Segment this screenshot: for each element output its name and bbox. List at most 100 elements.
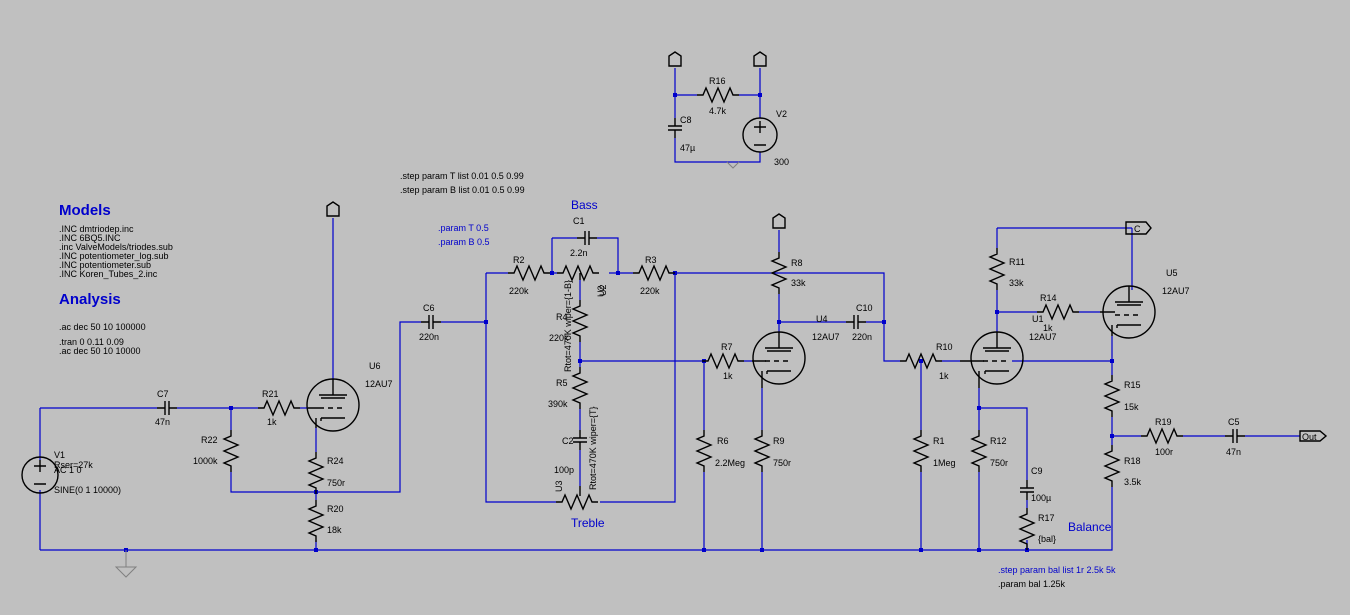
resistor-r15[interactable]: R15 15k <box>1104 374 1141 418</box>
svg-text:U4: U4 <box>816 314 828 324</box>
svg-text:R17: R17 <box>1038 513 1055 523</box>
svg-text:C2: C2 <box>562 436 574 446</box>
analysis-list: .ac dec 50 10 100000 .tran 0 0.11 0.09 .… <box>59 322 146 356</box>
resistor-r3[interactable]: R3 220k <box>632 255 676 296</box>
svg-text:C7: C7 <box>157 389 169 399</box>
resistor-r22[interactable]: R22 1000k <box>193 429 239 473</box>
svg-text:100µ: 100µ <box>1031 493 1051 503</box>
svg-text:R5: R5 <box>556 378 568 388</box>
ground-icon <box>726 161 740 169</box>
svg-text:{bal}: {bal} <box>1038 534 1056 544</box>
svg-text:R3: R3 <box>645 255 657 265</box>
svg-text:1k: 1k <box>723 371 733 381</box>
step-bal-directive: .step param bal list 1r 2.5k 5k <box>998 565 1116 575</box>
svg-text:Out: Out <box>1302 432 1317 442</box>
svg-text:R18: R18 <box>1124 456 1141 466</box>
resistor-r14[interactable]: R14 1k <box>1036 293 1080 333</box>
analysis-line: .tran 0 0.11 0.09 <box>59 337 124 347</box>
svg-text:U2: U2 <box>598 284 608 296</box>
svg-text:U5: U5 <box>1166 268 1178 278</box>
svg-text:12AU7: 12AU7 <box>1162 286 1190 296</box>
svg-text:220n: 220n <box>852 332 872 342</box>
include-line: .inc ValveModels/triodes.sub <box>59 242 173 252</box>
svg-text:3.5k: 3.5k <box>1124 477 1142 487</box>
svg-text:300: 300 <box>774 157 789 167</box>
source-v1[interactable]: V1 AC 1 0 Rser=27k SINE(0 1 10000) <box>21 450 121 495</box>
svg-text:V2: V2 <box>776 109 787 119</box>
svg-text:1k: 1k <box>1043 323 1053 333</box>
svg-text:12AU7: 12AU7 <box>812 332 840 342</box>
resistor-r16[interactable]: R16 4.7k <box>668 51 767 116</box>
svg-text:R12: R12 <box>990 436 1007 446</box>
svg-text:R19: R19 <box>1155 417 1172 427</box>
svg-text:R10: R10 <box>936 342 953 352</box>
resistor-r19[interactable]: R19 100r <box>1140 417 1184 457</box>
svg-text:Rser=27k: Rser=27k <box>54 460 93 470</box>
resistor-r20[interactable]: R20 18k <box>308 499 344 543</box>
resistor-r18[interactable]: R18 3.5k <box>1104 444 1142 488</box>
svg-text:220k: 220k <box>509 286 529 296</box>
svg-text:750r: 750r <box>990 458 1008 468</box>
potentiometer-u3[interactable]: Rtot=470K wiper={T} <box>555 406 599 510</box>
resistor-r12[interactable]: R12 750r <box>971 429 1008 473</box>
svg-text:15k: 15k <box>1124 402 1139 412</box>
svg-text:1k: 1k <box>939 371 949 381</box>
step-b-directive: .step param B list 0.01 0.5 0.99 <box>400 185 525 195</box>
svg-text:U1: U1 <box>1032 314 1044 324</box>
capacitor-c1[interactable]: C1 2.2n <box>570 216 598 258</box>
bass-label: Bass <box>571 198 598 212</box>
resistor-r5[interactable]: R5 390k <box>548 366 588 410</box>
output-port[interactable]: Out <box>1299 430 1328 442</box>
capacitor-c5[interactable]: C5 47n <box>1224 417 1246 457</box>
capacitor-c2[interactable]: C2 100p <box>554 429 588 475</box>
svg-text:1000k: 1000k <box>193 456 218 466</box>
svg-text:33k: 33k <box>791 278 806 288</box>
svg-text:V1: V1 <box>54 450 65 460</box>
svg-text:R15: R15 <box>1124 380 1141 390</box>
tube-u1[interactable]: U1 12AU7 <box>960 314 1057 388</box>
svg-text:C: C <box>1134 224 1141 234</box>
models-heading: Models <box>59 202 111 219</box>
svg-text:1Meg: 1Meg <box>933 458 956 468</box>
svg-text:R9: R9 <box>773 436 785 446</box>
svg-text:U6: U6 <box>369 361 381 371</box>
resistor-r10[interactable]: R10 1k <box>899 342 953 381</box>
tube-u6[interactable]: U6 12AU7 <box>306 201 393 432</box>
balance-label: Balance <box>1068 520 1112 534</box>
resistor-r21[interactable]: R21 1k <box>257 389 301 427</box>
resistor-r9[interactable]: R9 750r <box>754 429 791 473</box>
capacitor-c10[interactable]: C10 220n <box>845 303 873 342</box>
potentiometer-u2[interactable]: U2 Rtot=470K wiper={1-B} <box>556 265 608 372</box>
resistor-r11[interactable]: R11 33k <box>989 247 1025 291</box>
resistor-r2[interactable]: R2 220k <box>507 255 551 296</box>
capacitor-c7[interactable]: C7 47n <box>155 389 178 427</box>
resistor-r7[interactable]: R7 1k <box>701 342 745 381</box>
resistor-r4[interactable]: R4 220k <box>549 299 588 343</box>
source-v2[interactable]: V2 300 <box>742 109 789 167</box>
capacitor-c6[interactable]: C6 220n <box>419 303 442 342</box>
param-b-directive: .param B 0.5 <box>438 237 490 247</box>
resistor-r6[interactable]: R6 2.2Meg <box>696 429 745 473</box>
resistor-r8[interactable]: R8 33k <box>771 213 806 295</box>
resistor-r24[interactable]: R24 750r <box>308 451 345 495</box>
capacitor-c9[interactable]: C9 100µ <box>1019 466 1051 503</box>
svg-text:R4: R4 <box>556 312 568 322</box>
svg-text:AC 1 0: AC 1 0 <box>54 465 82 475</box>
tube-u5[interactable]: C U5 12AU7 <box>1100 221 1190 339</box>
resistor-r17[interactable]: R17 {bal} <box>1019 507 1056 551</box>
svg-text:12AU7: 12AU7 <box>365 379 393 389</box>
svg-text:47n: 47n <box>1226 447 1241 457</box>
resistor-r1[interactable]: R1 1Meg <box>913 429 956 473</box>
svg-text:2.2Meg: 2.2Meg <box>715 458 745 468</box>
svg-text:12AU7: 12AU7 <box>1029 332 1057 342</box>
tube-u4[interactable]: U4 12AU7 <box>752 314 840 388</box>
svg-text:4.7k: 4.7k <box>709 106 727 116</box>
capacitor-c8[interactable]: C8 47µ <box>667 115 695 153</box>
svg-text:R11: R11 <box>1009 257 1025 267</box>
analysis-heading: Analysis <box>59 291 121 308</box>
svg-text:2.2n: 2.2n <box>570 248 588 258</box>
svg-text:47n: 47n <box>155 417 170 427</box>
svg-text:SINE(0 1 10000): SINE(0 1 10000) <box>54 485 121 495</box>
ground-icon <box>114 550 138 578</box>
